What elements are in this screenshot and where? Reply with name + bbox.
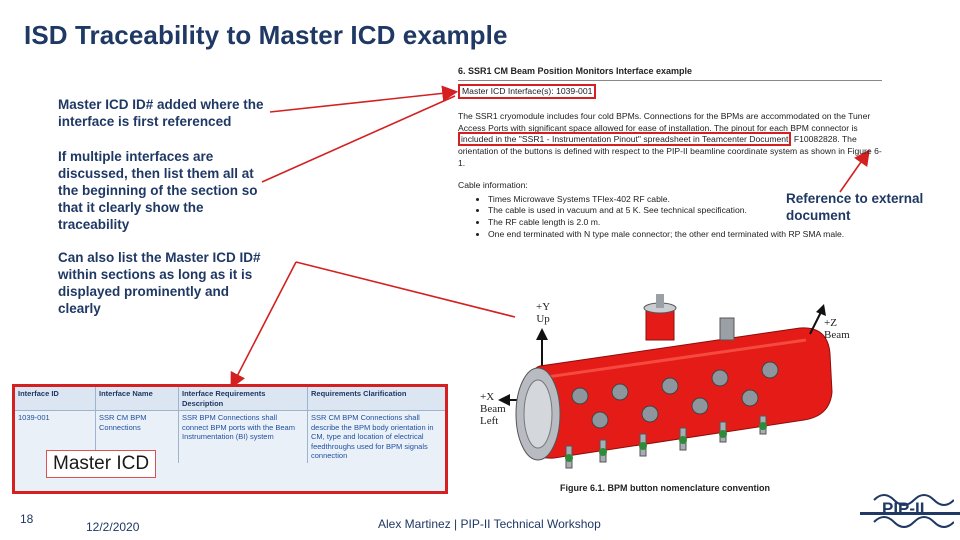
callout-within-sections: Can also list the Master ICD ID# within … xyxy=(58,250,261,316)
slide-title: ISD Traceability to Master ICD example xyxy=(24,20,508,50)
callout-external-reference: Reference to external document xyxy=(786,191,924,223)
icd-col-header: Interface Requirements Description xyxy=(178,387,308,411)
logo-wave-icon xyxy=(873,494,954,528)
list-item: The RF cable length is 2.0 m. xyxy=(488,217,882,229)
axis-x-direction2: Left xyxy=(480,415,499,427)
arrow-external xyxy=(839,149,870,193)
axis-z-label: +Z Beam xyxy=(824,317,850,341)
arrow-multiple xyxy=(261,95,456,183)
logo-text: PIP-II xyxy=(882,499,925,518)
axis-y-name: +Y xyxy=(536,301,551,313)
cryomodule-illustration xyxy=(498,294,833,469)
footer-date: 12/2/2020 xyxy=(86,520,140,534)
heading-rule xyxy=(458,79,882,81)
doc-para-a: The SSR1 cryomodule includes four cold B… xyxy=(458,111,871,133)
icd-col-header: Interface ID xyxy=(15,387,96,411)
axis-x-label: +X Beam Left xyxy=(480,391,506,427)
isd-document-excerpt: 6. SSR1 CM Beam Position Monitors Interf… xyxy=(458,66,882,240)
master-icd-label: Master ICD xyxy=(46,450,157,478)
doc-external-reference: included in the "SSR1 - Instrumentation … xyxy=(458,132,792,147)
cable-info-list: Times Microwave Systems TFlex-402 RF cab… xyxy=(458,194,882,240)
axis-z-direction: Beam xyxy=(824,329,850,341)
axis-z-name: +Z xyxy=(824,317,837,329)
figure-caption: Figure 6.1. BPM button nomenclature conv… xyxy=(560,483,771,493)
arrow-reference xyxy=(295,261,516,318)
icd-col-header: Requirements Clarification xyxy=(307,387,445,411)
arrow-to-icd-ref xyxy=(269,85,459,113)
footer-rule xyxy=(860,512,960,515)
axis-y-direction: Up xyxy=(536,313,550,325)
icd-cell: SSR CM BPM Connections shall describe th… xyxy=(311,413,434,460)
arrow-within xyxy=(230,261,297,389)
axis-x-name: +X xyxy=(480,391,495,403)
icd-cell: SSR BPM Connections shall connect BPM po… xyxy=(178,410,308,463)
doc-section-heading: 6. SSR1 CM Beam Position Monitors Interf… xyxy=(458,66,693,76)
callout-icd-added: Master ICD ID# added where the interface… xyxy=(58,97,264,129)
doc-paragraph: The SSR1 cryomodule includes four cold B… xyxy=(458,111,882,169)
axis-y-label: +Y Up xyxy=(536,301,550,325)
pip-ii-logo: PIP-II xyxy=(870,490,954,528)
doc-para-b: F10082828. The orientation of the button… xyxy=(458,134,882,168)
cable-info-heading: Cable information: xyxy=(458,180,528,191)
list-item: Times Microwave Systems TFlex-402 RF cab… xyxy=(488,194,882,206)
callout-multiple-interfaces: If multiple interfaces are discussed, th… xyxy=(58,149,258,232)
icd-interface-reference: Master ICD Interface(s): 1039-001 xyxy=(458,83,597,100)
footer-presenter: Alex Martinez | PIP-II Technical Worksho… xyxy=(378,517,601,531)
list-item: One end terminated with N type male conn… xyxy=(488,229,882,241)
list-item: The cable is used in vacuum and at 5 K. … xyxy=(488,205,882,217)
page-number: 18 xyxy=(20,512,34,526)
icd-col-header: Interface Name xyxy=(95,387,179,411)
axis-x-direction1: Beam xyxy=(480,403,506,415)
